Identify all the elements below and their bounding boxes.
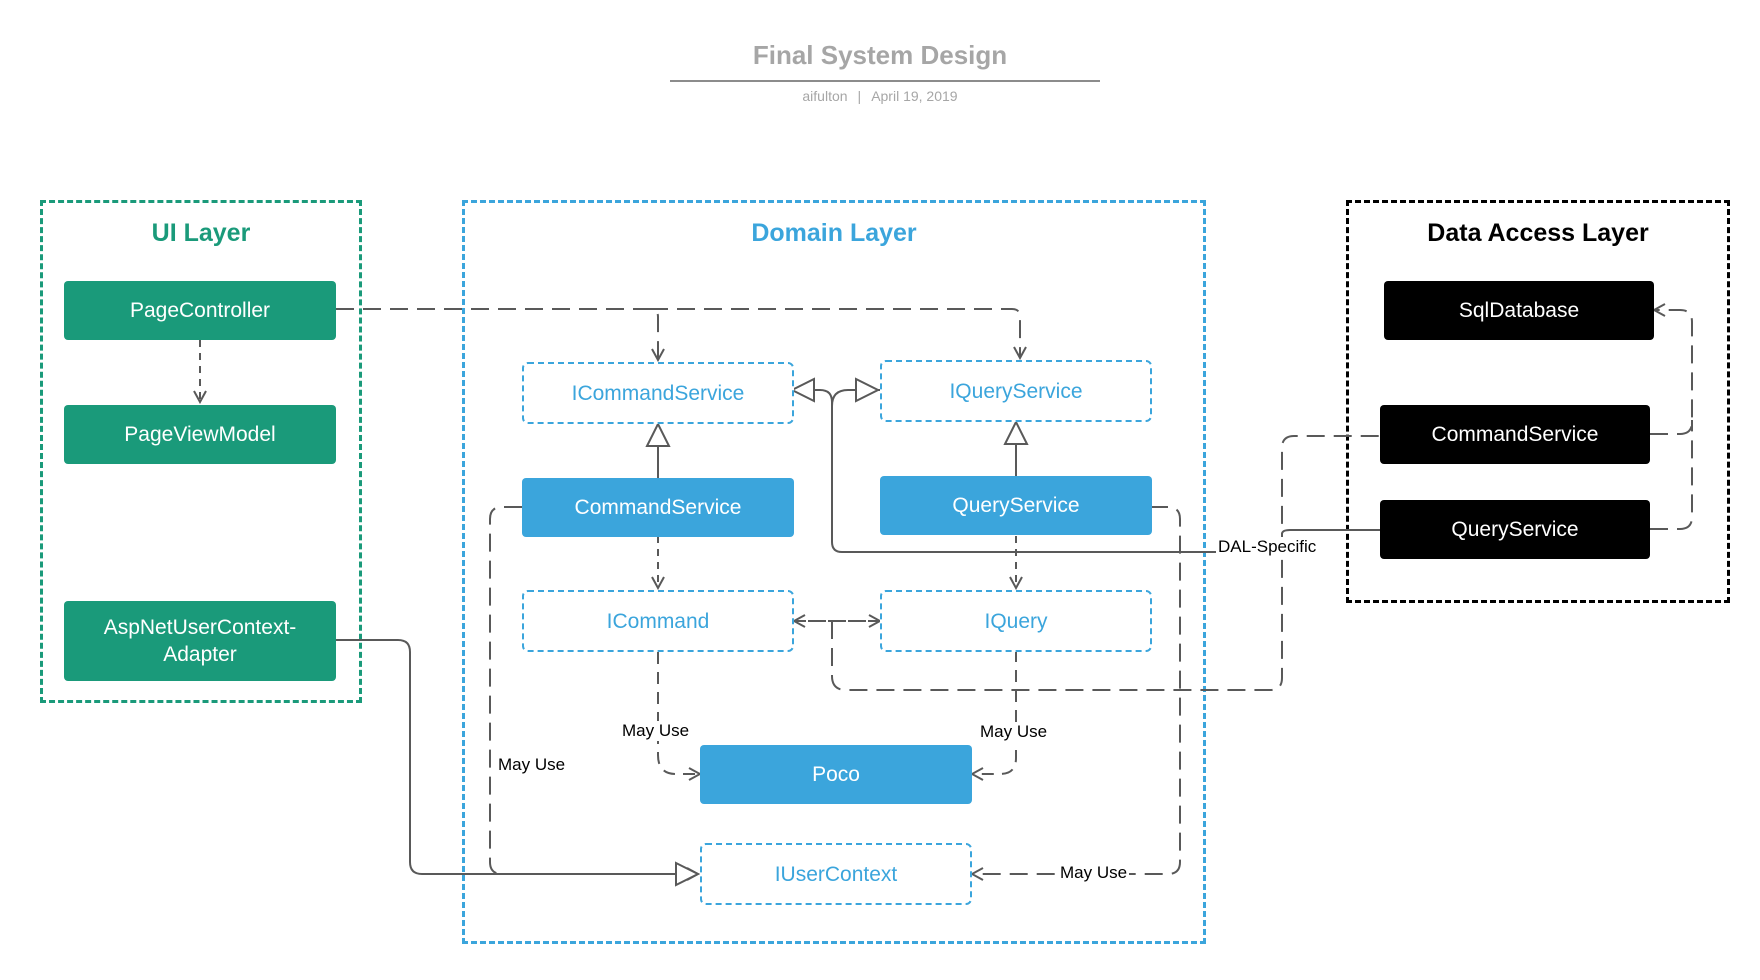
edge-iquery-poco <box>972 650 1017 774</box>
node-aspnet-user-context-adapter[interactable]: AspNetUserContext-Adapter <box>64 601 336 681</box>
ui-layer-title: UI Layer <box>151 219 251 247</box>
node-sql-database[interactable]: SqlDatabase <box>1384 281 1654 340</box>
edge-dal-queryservice-sqldatabase <box>1650 420 1693 530</box>
edge-dal-specific-loop <box>831 435 1382 691</box>
edge-dal-commandservice-sqldatabase <box>1650 310 1693 435</box>
meta-separator: | <box>857 88 862 104</box>
node-dal-command-service[interactable]: CommandService <box>1380 405 1650 464</box>
diagram-meta: aifulton | April 19, 2019 <box>0 88 1760 104</box>
node-dal-query-service[interactable]: QueryService <box>1380 500 1650 559</box>
author-name: aifulton <box>802 88 848 104</box>
edge-label-may-use-commandservice: May Use <box>496 755 568 775</box>
diagram-title: Final System Design <box>752 40 1008 70</box>
node-iuser-context[interactable]: IUserContext <box>700 843 972 905</box>
edge-iqueryservice-realizes-icommandservice <box>831 389 1228 553</box>
node-iquery[interactable]: IQuery <box>880 590 1152 652</box>
node-iquery-service[interactable]: IQueryService <box>880 360 1152 422</box>
edge-adapter-realizes-iusercontext <box>336 639 698 874</box>
edge-label-may-use-queryservice: May Use <box>1058 863 1130 883</box>
title-underline <box>670 80 1100 82</box>
node-page-controller[interactable]: PageController <box>64 281 336 340</box>
diagram-date: April 19, 2019 <box>871 88 958 104</box>
edge-pagecontroller-icommandservice <box>336 308 658 360</box>
edge-pagecontroller-iqueryservice <box>650 308 1020 358</box>
domain-layer-title: Domain Layer <box>751 219 917 247</box>
edge-triangle-to-icommandservice <box>792 390 833 406</box>
node-icommand-service[interactable]: ICommandService <box>522 362 794 424</box>
domain-layer-container: Domain Layer <box>462 200 1206 944</box>
data-access-layer-title: Data Access Layer <box>1427 219 1649 247</box>
edge-label-may-use-icommand: May Use <box>620 721 692 741</box>
edge-icommand-poco <box>657 652 700 774</box>
edge-queryservice-iusercontext <box>972 506 1181 874</box>
edge-label-may-use-iquery: May Use <box>978 722 1050 742</box>
node-poco[interactable]: Poco <box>700 745 972 804</box>
node-command-service[interactable]: CommandService <box>522 478 794 537</box>
node-page-view-model[interactable]: PageViewModel <box>64 405 336 464</box>
edge-dal-queryservice-link <box>1281 529 1382 540</box>
ui-layer-container: UI Layer <box>40 200 362 703</box>
data-access-layer-container: Data Access Layer <box>1346 200 1730 603</box>
edge-label-dal-specific: DAL-Specific <box>1216 537 1319 557</box>
node-query-service[interactable]: QueryService <box>880 476 1152 535</box>
edge-commandservice-iusercontext <box>489 506 698 874</box>
node-icommand[interactable]: ICommand <box>522 590 794 652</box>
